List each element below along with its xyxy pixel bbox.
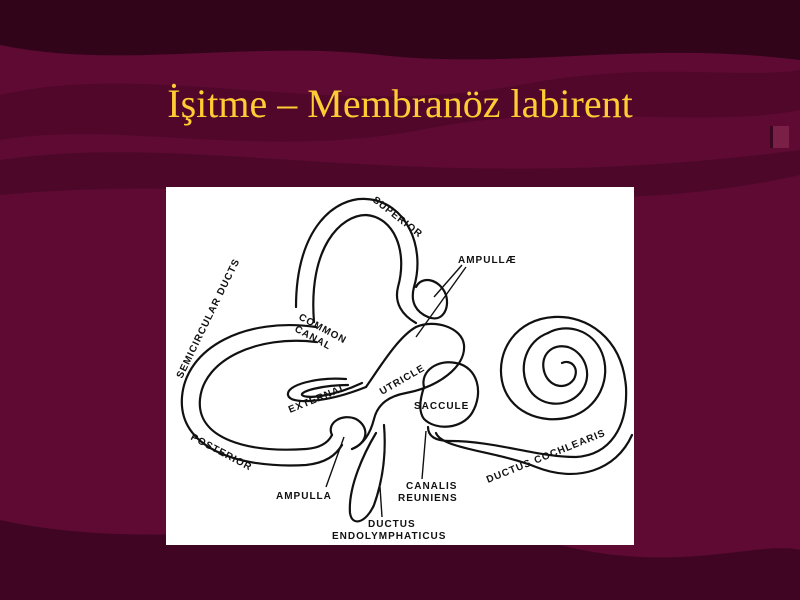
- cochlea-spiral-1: [499, 315, 607, 421]
- slide-title: İşitme – Membranöz labirent: [167, 81, 633, 126]
- label-utricle: UTRICLE: [378, 363, 427, 398]
- ampullae-pointer-a: [433, 264, 463, 298]
- canalis-reuniens: [426, 315, 628, 459]
- superior-duct-inner: [312, 213, 418, 325]
- saccule-outline: [419, 361, 480, 428]
- label-ampulla: AMPULLA: [276, 491, 332, 502]
- cochlea-spiral-2: [522, 331, 589, 405]
- ampullae-pointer-b: [415, 266, 467, 338]
- membranous-labyrinth-diagram: SEMICIRCULAR DUCTS SUPERIOR AMPULLÆ COMM…: [166, 187, 634, 545]
- label-saccule: SACCULE: [414, 401, 469, 412]
- posterior-ampulla-pointer: [325, 436, 345, 488]
- superior-duct: [294, 197, 430, 319]
- cochlear-duct-inner: [434, 431, 634, 475]
- label-reuniens: REUNIENS: [398, 493, 458, 504]
- endolymphatic-duct: [348, 423, 386, 523]
- external-duct-inner: [300, 381, 364, 398]
- utricle-outline: [350, 322, 466, 451]
- cochlea-spiral-3: [542, 360, 577, 388]
- posterior-ampulla: [329, 416, 367, 451]
- endolymphatic-pointer: [379, 486, 383, 518]
- label-posterior: POSTERIOR: [189, 432, 254, 474]
- label-endolymphaticus: ENDOLYMPHATICUS: [332, 531, 446, 542]
- posterior-duct: [180, 324, 344, 467]
- side-decoration: [770, 126, 789, 148]
- label-ductus: DUCTUS: [368, 519, 416, 530]
- labyrinth-drawing: SEMICIRCULAR DUCTS SUPERIOR AMPULLÆ COMM…: [175, 195, 634, 542]
- canalis-pointer: [421, 430, 427, 480]
- label-canalis: CANALIS: [406, 481, 457, 492]
- label-semicircular-ducts: SEMICIRCULAR DUCTS: [175, 257, 243, 380]
- label-ampullae: AMPULLÆ: [458, 255, 517, 266]
- posterior-duct-inner: [198, 339, 334, 451]
- external-duct: [286, 377, 368, 403]
